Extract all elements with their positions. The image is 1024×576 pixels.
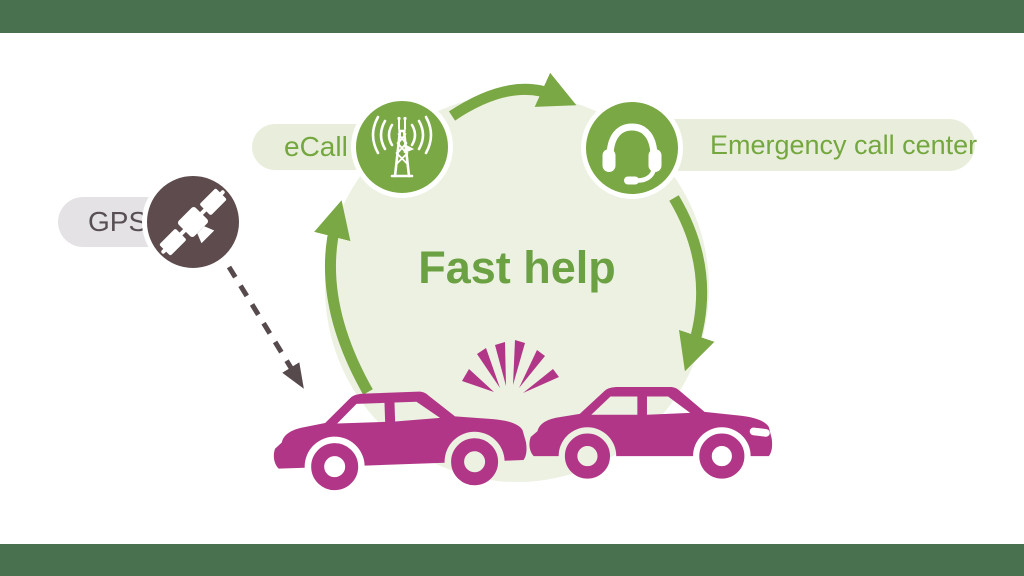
- fast-help-title: Fast help: [418, 242, 616, 293]
- satellite-icon: [159, 188, 227, 256]
- arrow-car-to-ecall: [314, 200, 373, 395]
- top-border-band: [0, 0, 1024, 33]
- ecall-tower-node: [351, 96, 453, 198]
- bottom-border-band: [0, 544, 1024, 576]
- arrow-center-to-car: [669, 195, 715, 372]
- gps-label: GPS: [88, 206, 148, 237]
- cell-tower-icon: [371, 115, 433, 178]
- gps-satellite-node: [142, 171, 244, 273]
- arrow-ecall-to-center: [448, 72, 577, 121]
- ecall-label: eCall: [284, 131, 348, 162]
- emergency-call-center-node: [581, 97, 683, 199]
- gps-dashed-arrow: [226, 265, 304, 389]
- headlight: [749, 427, 770, 437]
- crashed-car-right: [529, 387, 772, 472]
- emergency-call-center-label: Emergency call center: [710, 129, 978, 160]
- headset-icon: [602, 123, 662, 185]
- crash-starburst: [462, 340, 559, 393]
